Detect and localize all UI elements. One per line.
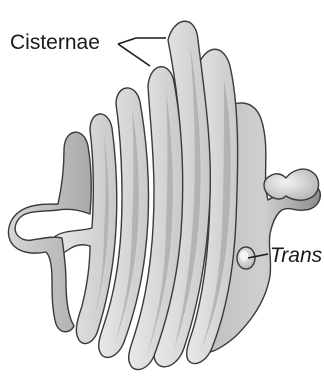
trans-label: Trans [270, 244, 323, 267]
trans-vesicle [237, 247, 255, 269]
cisternae-annotation: Cisternae [10, 31, 166, 66]
cisternae-leader-line-2 [118, 44, 150, 66]
vesicle-bud [264, 169, 319, 200]
cisternae-leader-line [118, 38, 166, 44]
cisternae-label: Cisternae [10, 31, 100, 54]
